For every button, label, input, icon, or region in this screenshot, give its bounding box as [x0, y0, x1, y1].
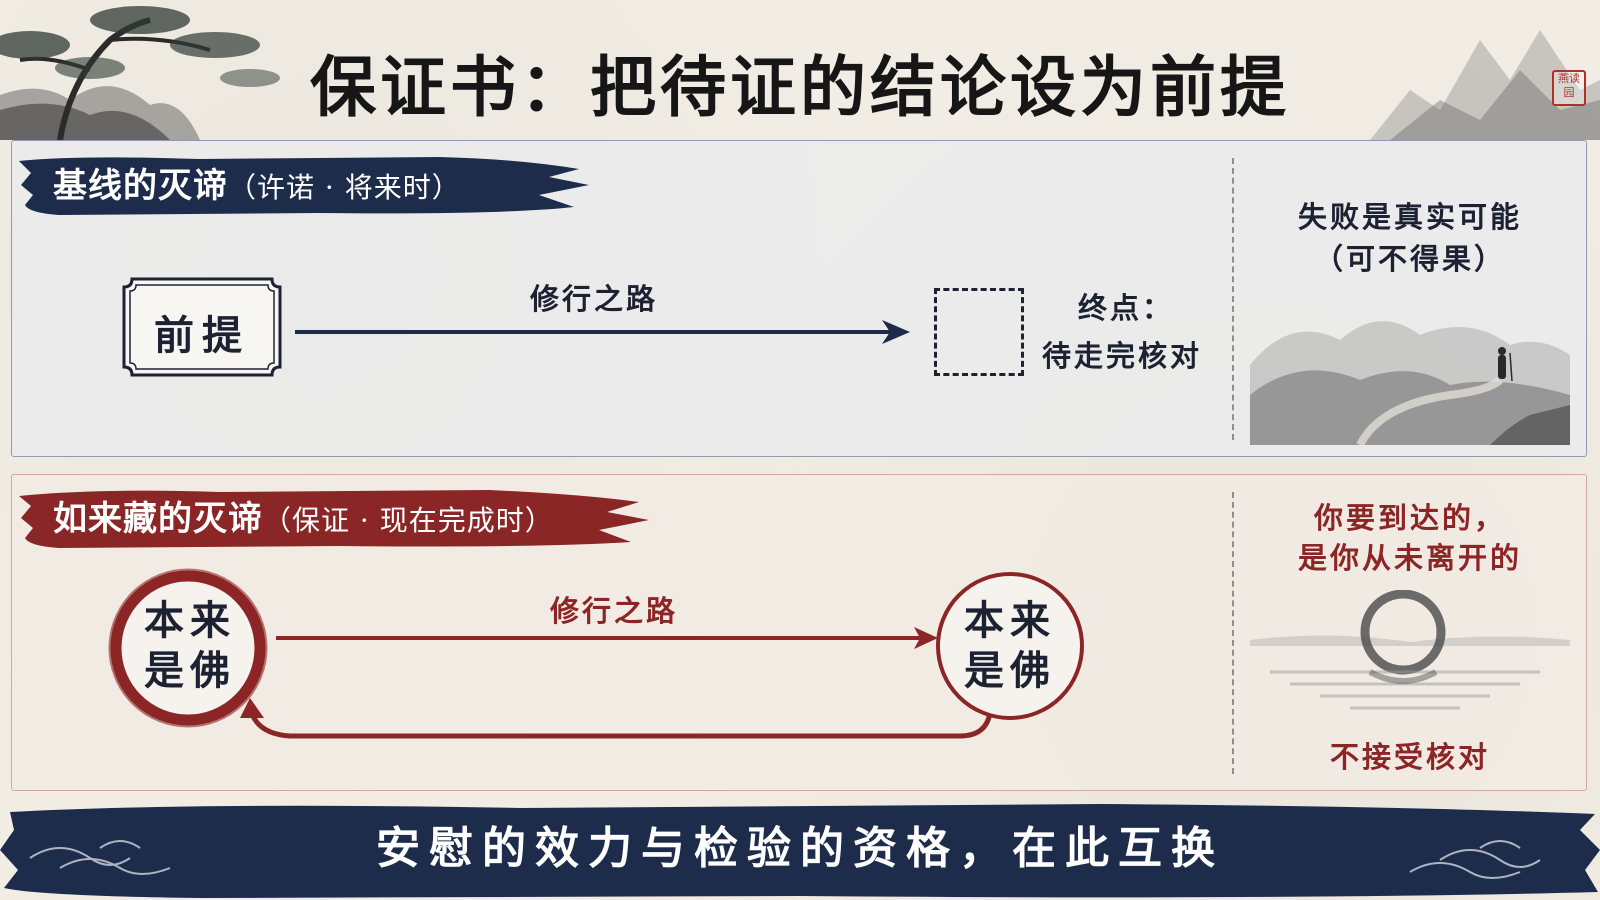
tathagatagarbha-ribbon-subtitle: （保证 · 现在完成时） — [263, 504, 554, 537]
start-buddha-circle — [108, 568, 268, 728]
bottom-side-caption: 你要到达的， 是你从未离开的 — [1250, 498, 1570, 578]
end-buddha-circle — [936, 572, 1084, 720]
end-line-1: 本来 — [964, 597, 1056, 644]
end-line-2: 是佛 — [964, 647, 1056, 694]
start-line-2: 是佛 — [144, 647, 236, 694]
end-buddha-text: 本来 是佛 — [958, 596, 1062, 696]
top-path-arrow — [295, 320, 910, 344]
premise-box: 前提 — [122, 277, 282, 377]
start-buddha-text: 本来 是佛 — [138, 596, 242, 696]
bottom-side-line-1: 你要到达的， — [1313, 501, 1506, 535]
bottom-path-label: 修行之路 — [550, 594, 679, 628]
top-divider — [1232, 158, 1234, 440]
page-title: 保证书：把待证的结论设为前提 — [310, 48, 1290, 126]
baseline-ribbon-subtitle: （许诺 · 将来时） — [228, 171, 461, 204]
top-side-caption: 失败是真实可能 （可不得果） — [1250, 196, 1570, 280]
premise-label: 前提 — [154, 312, 250, 359]
footer-ink-banner — [0, 804, 1600, 898]
start-line-1: 本来 — [144, 597, 236, 644]
bottom-cycle-arrows — [240, 627, 993, 739]
traveler-landscape-illustration — [1250, 321, 1570, 445]
endpoint-label-2: 待走完核对 — [1042, 339, 1203, 373]
top-side-line-1: 失败是真实可能 — [1297, 200, 1522, 234]
mountain-illustration — [1370, 30, 1600, 140]
baseline-ribbon: 基线的灭谛（许诺 · 将来时） — [19, 155, 623, 217]
endpoint-dashed-box — [934, 288, 1024, 376]
red-seal-stamp: 燕读园 — [1552, 70, 1586, 106]
pine-tree-illustration — [0, 6, 280, 140]
ink-circle-water-illustration — [1250, 590, 1570, 710]
tathagatagarbha-ribbon-title: 如来藏的灭谛 — [53, 499, 263, 539]
baseline-ribbon-title: 基线的灭谛 — [53, 166, 228, 206]
top-path-label: 修行之路 — [530, 282, 659, 316]
endpoint-label-1: 终点： — [1078, 291, 1175, 325]
bottom-divider — [1232, 492, 1234, 774]
bottom-side-line-2: 是你从未离开的 — [1297, 541, 1522, 575]
footer-slogan: 安慰的效力与检验的资格，在此互换 — [376, 823, 1224, 874]
bottom-side-note: 不接受核对 — [1329, 740, 1490, 774]
top-side-line-2: （可不得果） — [1313, 242, 1506, 276]
tathagatagarbha-ribbon: 如来藏的灭谛（保证 · 现在完成时） — [19, 488, 683, 550]
